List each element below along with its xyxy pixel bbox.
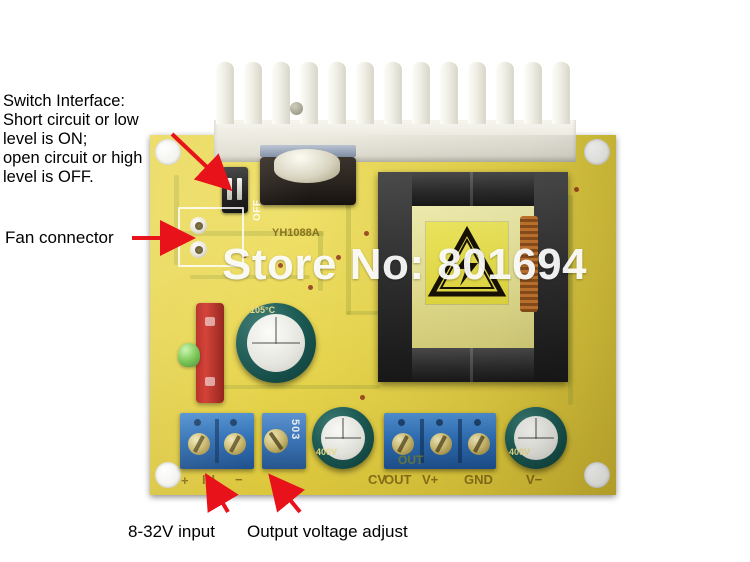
heatsink-fin [328, 62, 346, 124]
annotation-switch-interface: Switch Interface: Short circuit or low l… [3, 92, 143, 186]
capacitor-vent-score [252, 342, 277, 344]
status-led [178, 343, 200, 367]
choke-clip [260, 145, 356, 157]
capacitor-marking: 400V [316, 447, 338, 457]
terminal-screw [224, 433, 246, 455]
annotation-input-voltage: 8-32V input [128, 522, 215, 541]
heatsink-fin [216, 62, 234, 124]
capacitor-vent-score [342, 418, 344, 438]
choke-core [274, 149, 340, 183]
transformer-core [378, 172, 568, 206]
fan-connector-hole [190, 217, 207, 234]
terminal-screw [188, 433, 210, 455]
electrolytic-capacitor: 105°C [236, 303, 316, 383]
terminal-divider [420, 419, 424, 463]
input-terminal-block [180, 413, 254, 469]
heatsink-fin [496, 62, 514, 124]
pcb-pad [210, 371, 215, 376]
heatsink [214, 62, 576, 162]
terminal-screw [392, 433, 414, 455]
capacitor-marking: 105°C [250, 305, 276, 315]
mounting-hole [584, 462, 610, 488]
terminal-screw [430, 433, 452, 455]
mounting-hole [584, 139, 610, 165]
transformer-core-gap [470, 172, 473, 206]
switch-interface-jumper [222, 167, 248, 213]
pcb-trace [346, 311, 486, 315]
terminal-divider [215, 419, 219, 463]
electrolytic-capacitor: 400V [312, 407, 374, 469]
film-capacitor-notch [205, 317, 215, 326]
heatsink-fin [272, 62, 290, 124]
terminal-wire-hole [398, 419, 405, 426]
silkscreen-input-plus: + [181, 473, 189, 488]
heatsink-screw [290, 102, 303, 115]
fan-connector-hole [190, 241, 207, 258]
capacitor-vent-score [275, 317, 277, 342]
terminal-screw [468, 433, 490, 455]
mounting-hole [155, 139, 181, 165]
pcb-trace [174, 231, 324, 236]
terminal-wire-hole [436, 419, 443, 426]
film-capacitor [196, 303, 224, 403]
silkscreen-output-vminus: V− [526, 472, 543, 487]
pcb-trace [568, 195, 573, 405]
heatsink-fin [524, 62, 542, 124]
electrolytic-capacitor: 400V [505, 407, 567, 469]
heatsink-fin [412, 62, 430, 124]
silkscreen-out-top: OUT [398, 453, 424, 467]
capacitor-vent-score [325, 437, 344, 439]
capacitor-vent-score [535, 437, 554, 439]
capacitor-marking: 400V [509, 447, 531, 457]
terminal-wire-hole [474, 419, 481, 426]
trimmer-adjust-screw [264, 429, 288, 453]
terminal-wire-hole [194, 419, 201, 426]
pcb-pad [364, 231, 369, 236]
silkscreen-output-gnd: GND [464, 472, 493, 487]
transformer-core [378, 348, 568, 382]
heatsink-fin [384, 62, 402, 124]
heatsink-fin [468, 62, 486, 124]
silkscreen-part-number: YH1088A [272, 227, 320, 239]
annotation-output-voltage-adjust: Output voltage adjust [247, 522, 408, 541]
capacitor-vent-score [342, 437, 361, 439]
heatsink-fin [356, 62, 374, 124]
terminal-divider [458, 419, 462, 463]
jumper-pin [227, 178, 232, 200]
silkscreen-fan-plus: + [172, 239, 186, 247]
jumper-pin [237, 178, 242, 200]
capacitor-vent [321, 416, 365, 460]
output-terminal-block [384, 413, 496, 469]
pcb-trace [174, 175, 179, 265]
transformer-core-gap [470, 348, 473, 382]
annotation-fan-connector: Fan connector [5, 228, 114, 247]
silkscreen-input-minus: − [235, 472, 243, 487]
capacitor-vent-score [535, 418, 537, 438]
inductor-choke [260, 145, 356, 205]
heatsink-fin [552, 62, 570, 124]
silkscreen-off-label: OFF [252, 199, 263, 222]
output-voltage-trimmer: 503 [262, 413, 306, 469]
capacitor-vent [247, 314, 305, 372]
pcb-pad [360, 395, 365, 400]
capacitor-vent-score [275, 342, 300, 344]
silkscreen-output-vplus: V+ [422, 472, 439, 487]
pcb-pad [574, 187, 579, 192]
pcb-board-photo: OFF + YH1088A [150, 62, 616, 495]
silkscreen-input-name: IN [202, 472, 215, 487]
terminal-wire-hole [230, 419, 237, 426]
silkscreen-output-label: OUT [384, 472, 412, 487]
store-watermark: Store No: 801694 [222, 240, 588, 289]
silkscreen-cv-label: CV [368, 472, 387, 487]
heatsink-fin [300, 62, 318, 124]
film-capacitor-notch [205, 377, 215, 386]
heatsink-fin [244, 62, 262, 124]
heatsink-base [214, 120, 576, 162]
pcb-trace [210, 385, 380, 389]
capacitor-vent [514, 416, 558, 460]
trimmer-marking: 503 [289, 419, 301, 441]
mounting-hole [155, 462, 181, 488]
heatsink-fin [440, 62, 458, 124]
capacitor-vent-score [518, 437, 537, 439]
